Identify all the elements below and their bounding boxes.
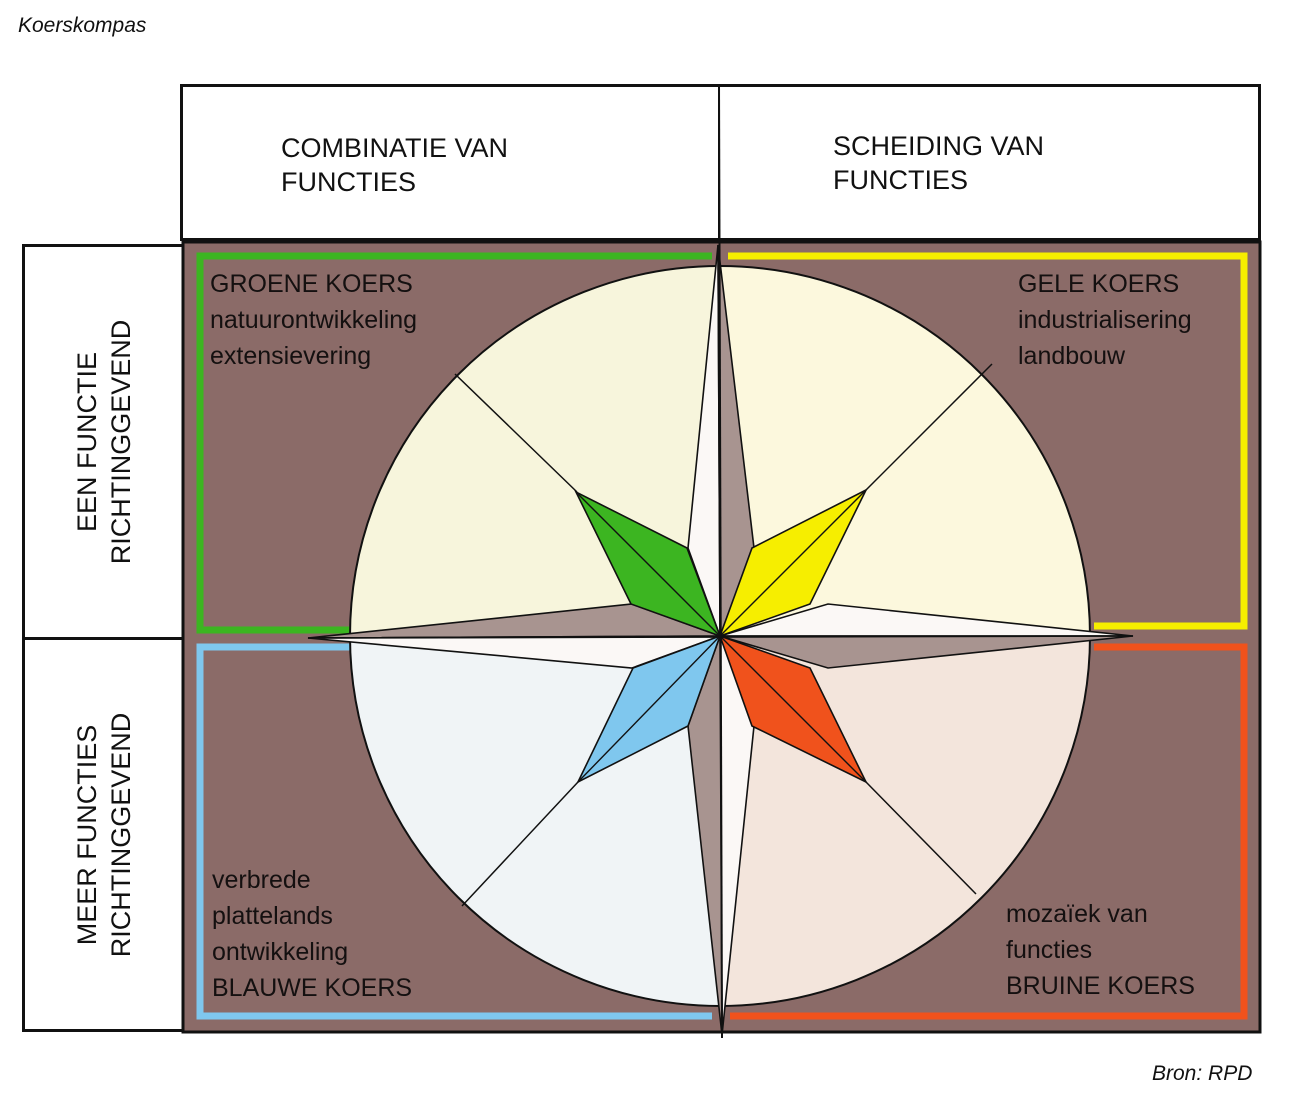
blue-course-label: verbrede plattelands ontwikkeling BLAUWE… (212, 866, 413, 1002)
yellow-diamond-point-midline (719, 489, 867, 637)
yellow-course-label: GELE KOERS industrialisering landbouw (1018, 270, 1192, 370)
brown-course-frame (730, 643, 1248, 1020)
green-diamond-point-midline (575, 491, 721, 637)
compass-rose (307, 244, 1134, 1036)
row-header-multiple-functions: MEER FUNCTIES RICHTINGGEVEND (22, 638, 185, 1032)
yellow-course-frame (728, 252, 1248, 630)
source-credit: Bron: RPD (1152, 1062, 1253, 1085)
green-course-label: GROENE KOERS natuurontwikkeling extensie… (210, 270, 418, 370)
column-header-separation: SCHEIDING VAN FUNCTIES (718, 84, 1261, 241)
column-header-label: COMBINATIE VAN FUNCTIES (281, 133, 509, 197)
row-header-one-function: EEN FUNCTIE RICHTINGGEVEND (22, 244, 185, 640)
vertical-axis-line (718, 83, 723, 1039)
brown-leader-line (865, 781, 977, 895)
green-leader-line (454, 373, 578, 493)
page-title: Koerskompas (18, 14, 147, 37)
blue-leader-line (461, 781, 579, 907)
green-course-frame (196, 252, 712, 634)
orange-diamond-point-midline (719, 635, 867, 783)
brown-course-label: mozaïek van functies BRUINE KOERS (1006, 900, 1195, 1000)
yellow-leader-line (865, 363, 993, 491)
column-header-label: SCHEIDING VAN FUNCTIES (833, 131, 1045, 195)
blue-diamond-point-midline (577, 635, 721, 783)
blue-course-frame (196, 643, 712, 1020)
